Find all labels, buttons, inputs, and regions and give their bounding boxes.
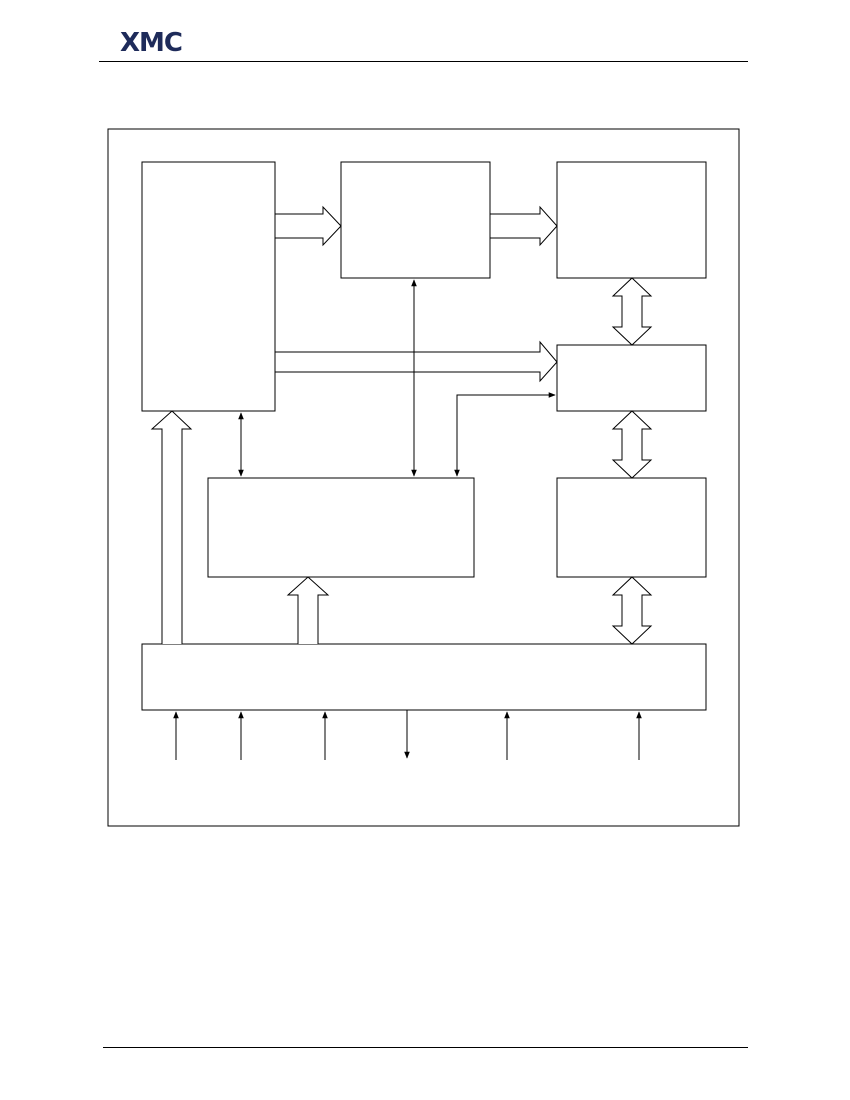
logo-text: XMC (120, 28, 183, 58)
link-center-block-mid-right (454, 392, 556, 477)
mid-right-block (556, 344, 707, 412)
page-header: XMC (0, 0, 850, 70)
bidir-arrow-top-right-mid-right (611, 277, 653, 346)
bidir-arrow-lower-right-bus (611, 576, 653, 645)
top-right-block (556, 161, 707, 279)
arrow-top-middle-to-top-right (489, 205, 558, 247)
bidir-arrow-mid-right-lower-right (611, 410, 653, 479)
arrow-bus-to-center-block (286, 576, 330, 644)
lower-right-block (556, 477, 707, 578)
diagram-frame (107, 128, 740, 827)
footer-divider (103, 1047, 748, 1048)
arrow-left-to-mid-right (274, 340, 558, 383)
company-logo: XMC (120, 26, 184, 60)
left-tall-block (141, 161, 276, 412)
header-divider (99, 61, 748, 62)
arrow-bus-to-left-block (150, 410, 193, 644)
arrow-left-to-top-middle (274, 205, 342, 247)
bottom-bus-block (141, 643, 707, 711)
top-middle-block (340, 161, 491, 279)
center-wide-block (207, 477, 475, 578)
